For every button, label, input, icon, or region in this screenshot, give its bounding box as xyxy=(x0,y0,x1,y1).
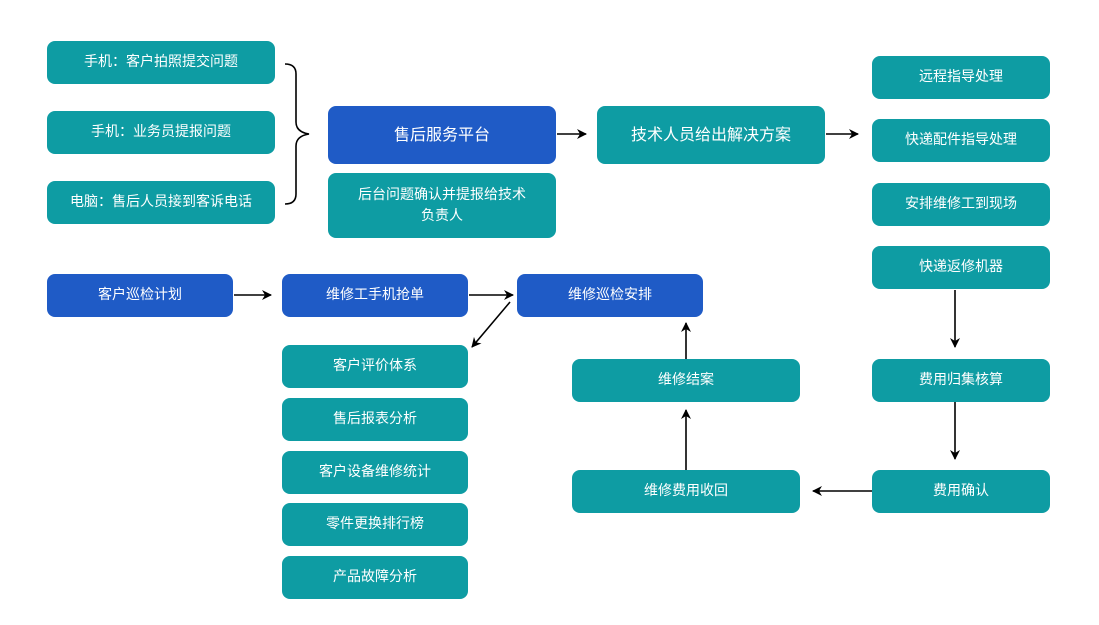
inspection-schedule: 维修巡检安排 xyxy=(517,274,703,317)
platform-note-text: 后台问题确认并提报给技术负责人 xyxy=(358,186,526,224)
cost-aggregation: 费用归集核算 xyxy=(872,359,1050,402)
input-phone-sales: 手机：业务员提报问题 xyxy=(47,111,275,154)
aftersales-platform: 售后服务平台 xyxy=(328,106,556,164)
input-pc-aftersales: 电脑：售后人员接到客诉电话 xyxy=(47,181,275,224)
option-courier-parts: 快递配件指导处理 xyxy=(872,119,1050,162)
input-phone-customer: 手机：客户拍照提交问题 xyxy=(47,41,275,84)
report-customer-evaluation: 客户评价体系 xyxy=(282,345,468,388)
repair-fee-collect: 维修费用收回 xyxy=(572,470,800,513)
option-remote-guidance: 远程指导处理 xyxy=(872,56,1050,99)
tech-solution: 技术人员给出解决方案 xyxy=(597,106,825,164)
repair-close: 维修结案 xyxy=(572,359,800,402)
report-aftersales-analysis: 售后报表分析 xyxy=(282,398,468,441)
option-onsite-repair: 安排维修工到现场 xyxy=(872,183,1050,226)
customer-inspection-plan: 客户巡检计划 xyxy=(47,274,233,317)
report-parts-ranking: 零件更换排行榜 xyxy=(282,503,468,546)
report-equipment-stats: 客户设备维修统计 xyxy=(282,451,468,494)
report-fault-analysis: 产品故障分析 xyxy=(282,556,468,599)
option-return-machine: 快递返修机器 xyxy=(872,246,1050,289)
arrow-to-reports xyxy=(471,301,511,348)
platform-note: 后台问题确认并提报给技术负责人 xyxy=(328,173,556,238)
mobile-order-grab: 维修工手机抢单 xyxy=(282,274,468,317)
input-group-brace xyxy=(284,63,310,205)
cost-confirm: 费用确认 xyxy=(872,470,1050,513)
